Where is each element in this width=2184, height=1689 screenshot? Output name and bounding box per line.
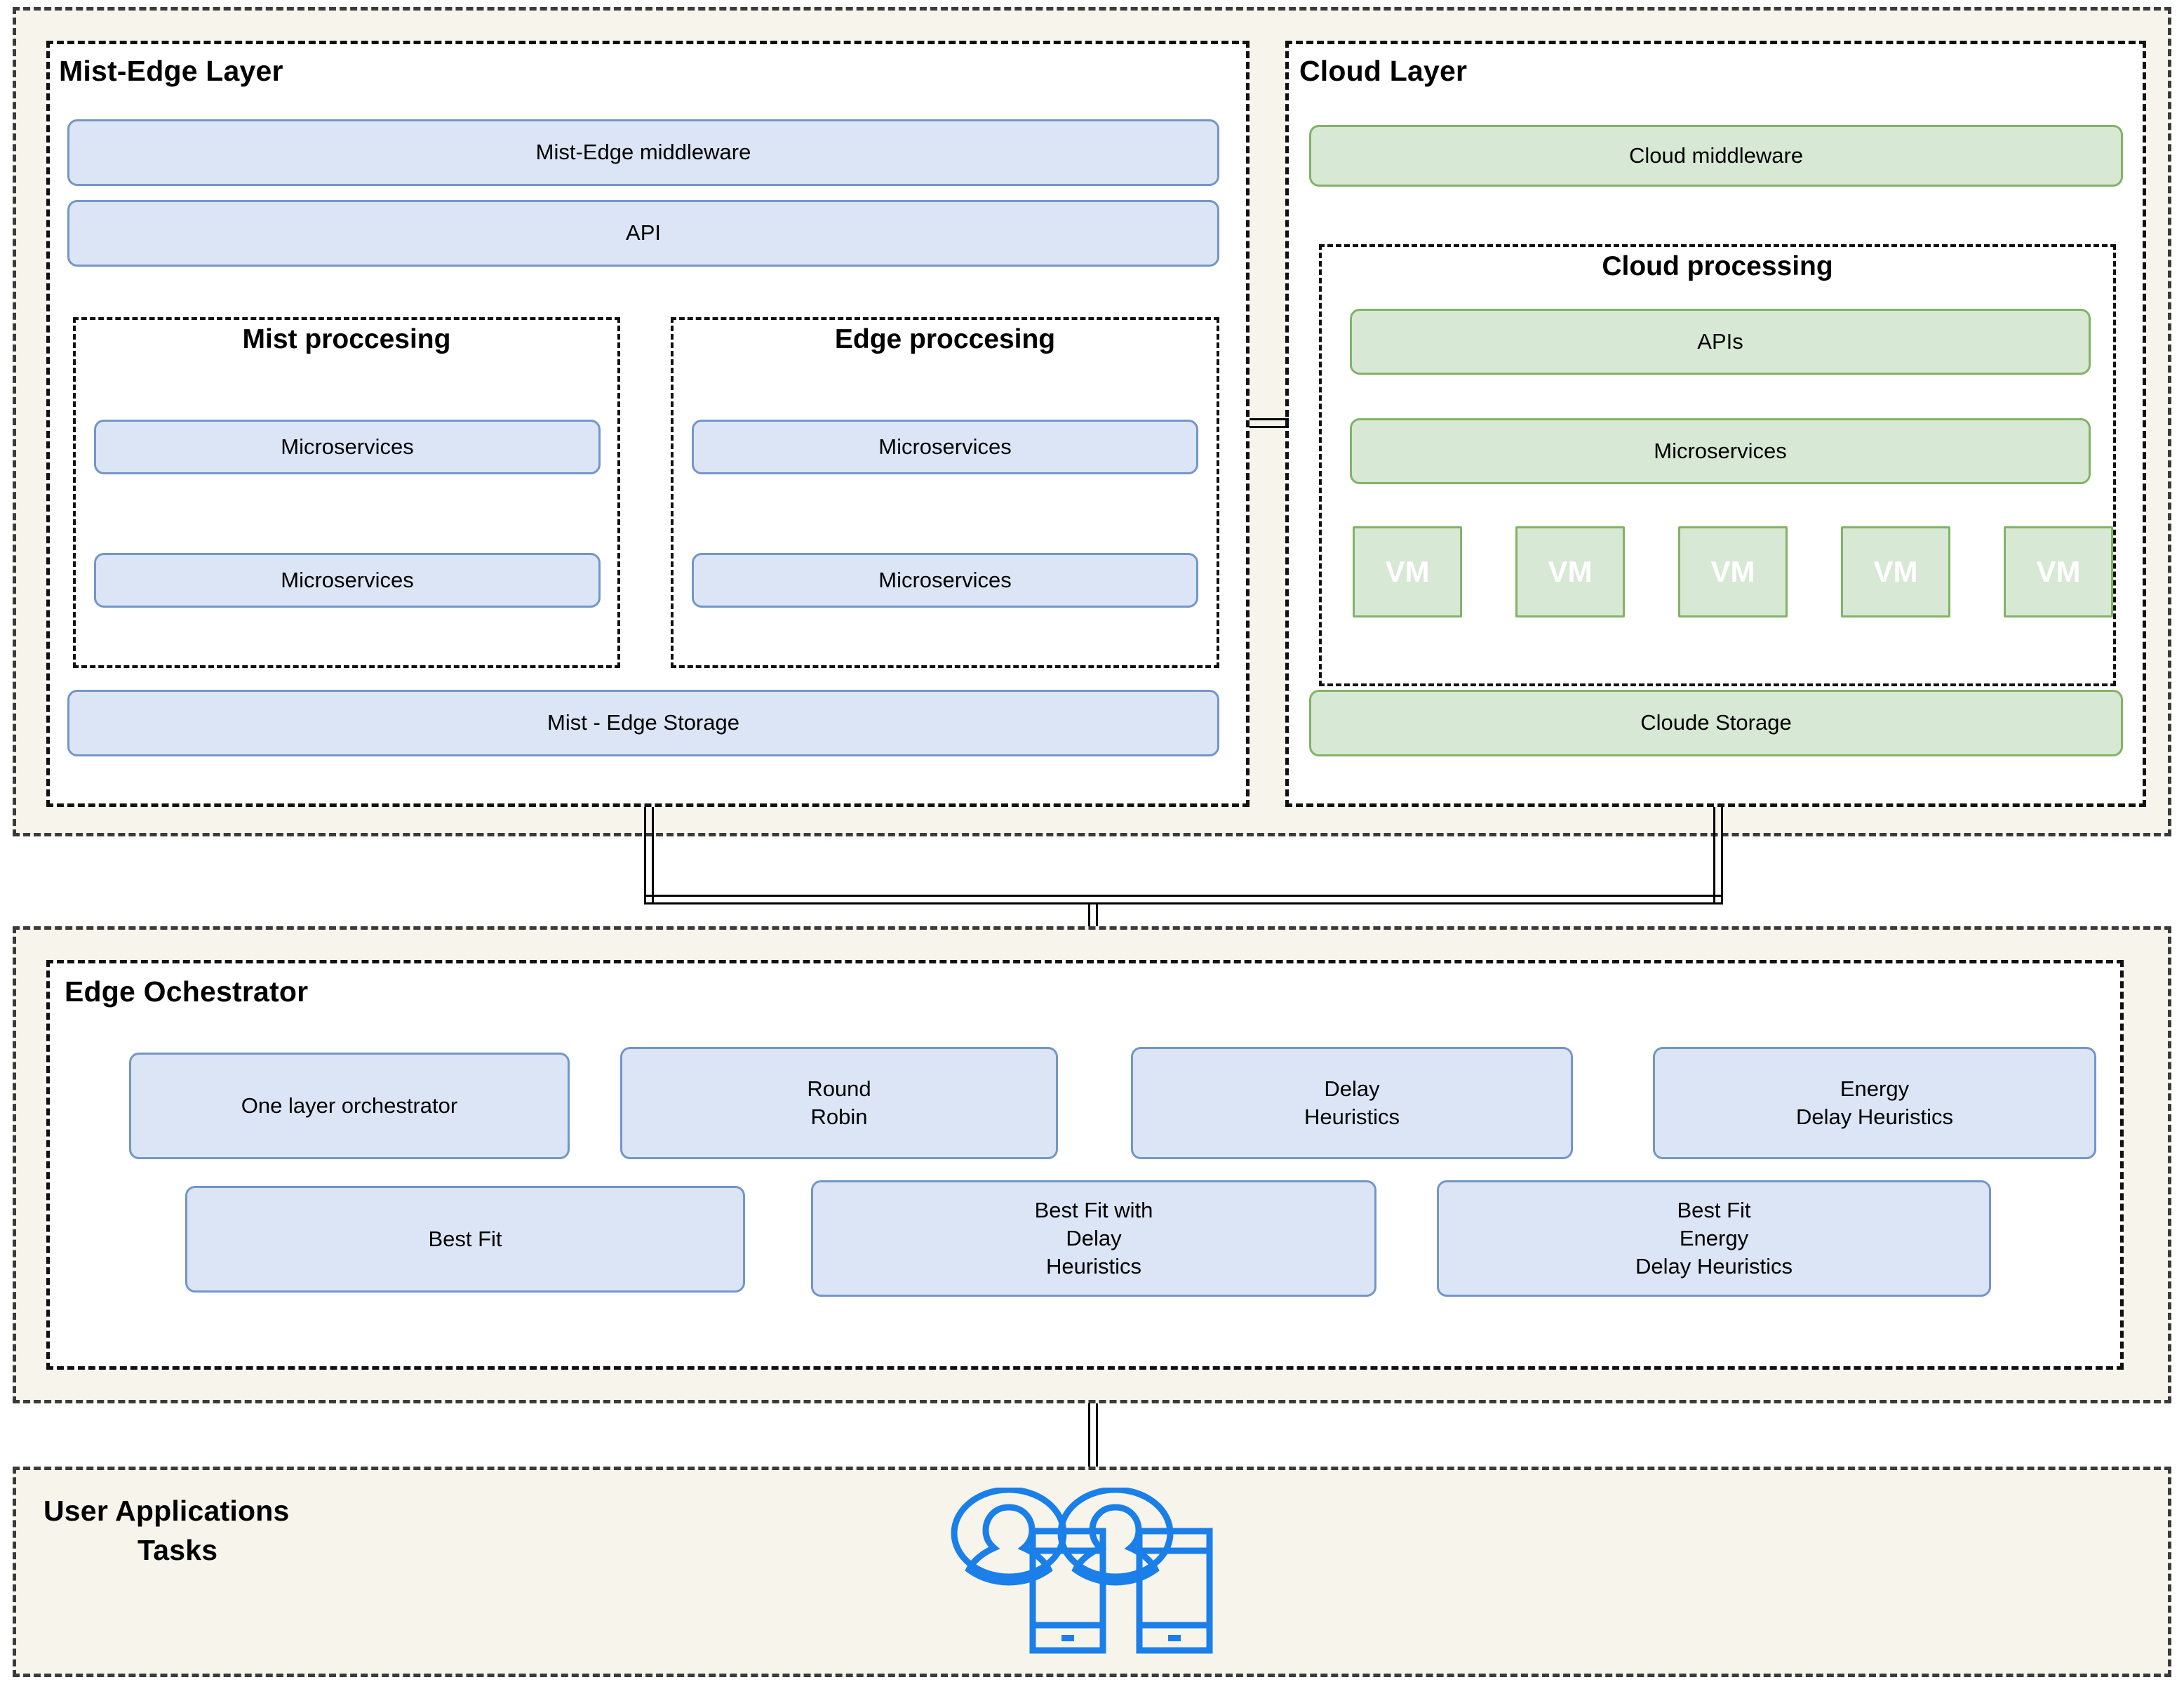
connector-mistedge-cloud [1250, 418, 1289, 428]
connector-orchestrator-to-users [1088, 1403, 1098, 1472]
user-icon [1057, 1486, 1174, 1586]
mist-microservices-node-2[interactable]: Microservices [94, 553, 601, 608]
user-devices-icon-group [947, 1486, 1249, 1656]
edge-microservices-node-1[interactable]: Microservices [692, 420, 1198, 474]
vm-node-5[interactable]: VM [2004, 526, 2113, 617]
connector-cloud-down [1713, 807, 1723, 904]
mist-microservices-node-1[interactable]: Microservices [94, 420, 601, 474]
orchestrator-node-delay-heuristics[interactable]: Delay Heuristics [1131, 1047, 1573, 1159]
phone-icon [1136, 1528, 1213, 1654]
user-applications-title-line2: Tasks [138, 1534, 218, 1566]
orchestrator-node-energy-delay-heuristics[interactable]: Energy Delay Heuristics [1653, 1047, 2096, 1159]
orchestrator-node-one-layer-orchestrator[interactable]: One layer orchestrator [129, 1053, 570, 1159]
cloud-processing-title: Cloud processing [1602, 251, 1833, 281]
connector-mistedge-down [644, 807, 654, 904]
vm-node-3[interactable]: VM [1678, 526, 1788, 617]
mist-edge-middleware-node[interactable]: Mist-Edge middleware [67, 119, 1219, 186]
mist-edge-storage-node[interactable]: Mist - Edge Storage [67, 690, 1219, 756]
vm-node-2[interactable]: VM [1515, 526, 1625, 617]
connector-horizontal-bus [644, 895, 1723, 904]
edge-processing-title: Edge proccesing [834, 324, 1056, 354]
cloud-storage-node[interactable]: Cloude Storage [1309, 690, 2123, 756]
edge-processing-group [671, 317, 1219, 668]
cloud-microservices-node[interactable]: Microservices [1350, 418, 2091, 484]
mist-processing-group [73, 317, 620, 668]
orchestrator-node-round-robin[interactable]: Round Robin [620, 1047, 1058, 1159]
cloud-layer-title: Cloud Layer [1299, 55, 1468, 87]
orchestrator-node-best-fit[interactable]: Best Fit [185, 1186, 745, 1293]
user-phone-icon [951, 1486, 1213, 1654]
mist-processing-title: Mist proccesing [242, 324, 451, 354]
user-applications-title-line1: User Applications [43, 1495, 290, 1527]
vm-node-4[interactable]: VM [1841, 526, 1950, 617]
cloud-middleware-node[interactable]: Cloud middleware [1309, 125, 2123, 187]
user-icon [951, 1486, 1067, 1586]
vm-node-1[interactable]: VM [1353, 526, 1462, 617]
orchestrator-node-best-fit-with-delay-heuristics[interactable]: Best Fit with Delay Heuristics [811, 1180, 1376, 1297]
edge-orchestrator-panel [46, 960, 2124, 1370]
edge-microservices-node-2[interactable]: Microservices [692, 553, 1198, 608]
edge-orchestrator-title: Edge Ochestrator [65, 975, 309, 1008]
orchestrator-node-best-fit-energy-delay-heuristics[interactable]: Best Fit Energy Delay Heuristics [1437, 1180, 1991, 1297]
cloud-apis-node[interactable]: APIs [1350, 309, 2091, 375]
mist-edge-layer-title: Mist-Edge Layer [59, 55, 283, 87]
mist-edge-api-node[interactable]: API [67, 200, 1219, 267]
